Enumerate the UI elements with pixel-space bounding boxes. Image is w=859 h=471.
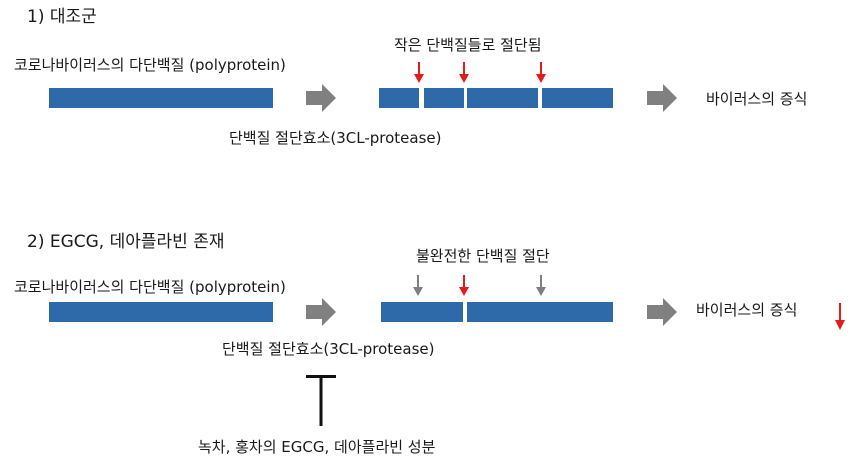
control-polyprotein-label: 코로나바이러스의 다단백질 (polyprotein) xyxy=(14,56,286,74)
red-cut-arrow-icon xyxy=(459,275,469,296)
treated-polyprotein-label: 코로나바이러스의 다단백질 (polyprotein) xyxy=(14,278,286,296)
control-heading: 1) 대조군 xyxy=(27,7,97,27)
inhibitor-label: 녹차, 홍차의 EGCG, 데아플라빈 성분 xyxy=(198,438,436,456)
decrease-arrow-icon xyxy=(835,303,845,330)
treated-heading: 2) EGCG, 데아플라빈 존재 xyxy=(27,232,225,252)
control-fragment-4 xyxy=(542,88,613,108)
gray-cut-arrow-icon xyxy=(413,275,423,296)
red-cut-arrow-icon xyxy=(536,62,546,83)
treated-enzyme-label: 단백질 절단효소(3CL-protease) xyxy=(222,340,435,358)
process-arrow-icon xyxy=(306,84,336,112)
control-fragment-2 xyxy=(424,88,464,108)
process-arrow-icon xyxy=(306,298,336,326)
control-fragment-1 xyxy=(379,88,419,108)
process-arrow-icon xyxy=(647,84,677,112)
gray-cut-arrow-icon xyxy=(536,275,546,296)
treated-polyprotein-bar xyxy=(49,302,273,322)
treated-result-label: 바이러스의 증식 xyxy=(696,301,798,319)
control-enzyme-label: 단백질 절단효소(3CL-protease) xyxy=(229,129,442,147)
red-cut-arrow-icon xyxy=(459,62,469,83)
treated-fragment-1 xyxy=(381,302,463,322)
control-cut-note: 작은 단백질들로 절단됨 xyxy=(394,36,542,54)
control-polyprotein-bar xyxy=(49,88,273,108)
control-fragment-3 xyxy=(467,88,538,108)
red-cut-arrow-icon xyxy=(414,62,424,83)
treated-fragment-2 xyxy=(467,302,613,322)
process-arrow-icon xyxy=(647,298,677,326)
control-result-label: 바이러스의 증식 xyxy=(706,90,808,108)
treated-cut-note: 불완전한 단백질 절단 xyxy=(416,247,550,265)
inhibitor-t-bar-icon xyxy=(306,375,336,426)
